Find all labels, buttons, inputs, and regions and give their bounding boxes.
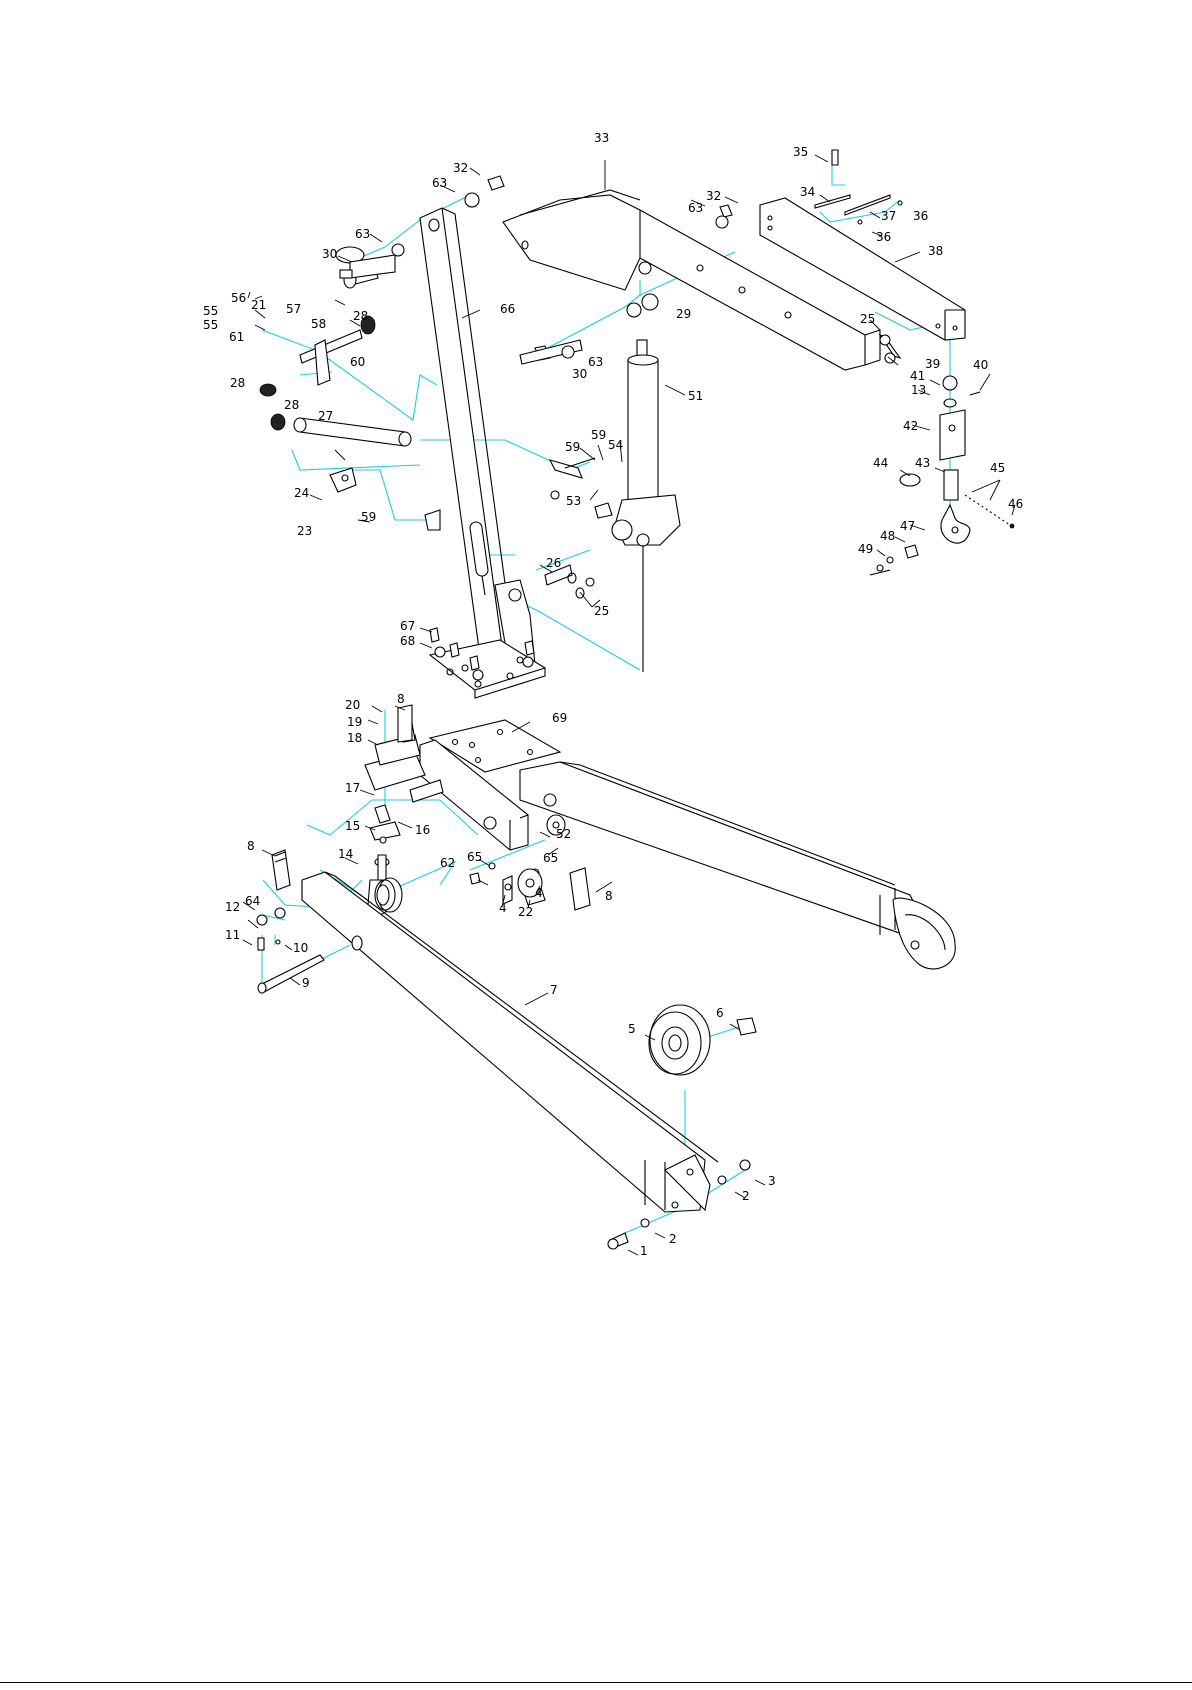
callout-label: 14 [338,847,353,861]
callout-label: 55 [203,304,218,318]
callout-label: 32 [453,161,468,175]
upright-mast [420,208,545,698]
callout-label: 9 [302,976,310,990]
front-leg [257,872,756,1249]
callout-label: 54 [608,438,623,452]
callout-label: 51 [688,389,703,403]
callout-label: 8 [397,692,405,706]
callout-label: 28 [230,376,245,390]
callout-label: 67 [400,619,415,633]
callout-label: 56 [231,291,246,305]
callout-label: 4 [535,886,543,900]
callout-label: 22 [518,905,533,919]
callout-label: 17 [345,781,360,795]
callout-label: 63 [432,176,447,190]
callout-label: 63 [688,201,703,215]
callout-label: 66 [500,302,515,316]
callout-label: 26 [546,556,561,570]
callout-label: 59 [565,440,580,454]
callout-label: 58 [311,317,326,331]
callout-label: 42 [903,419,918,433]
callout-label: 7 [550,983,558,997]
callout-label: 61 [229,330,244,344]
callout-label: 2 [742,1189,750,1203]
page-bottom-rule [0,1682,1192,1683]
callout-label: 39 [925,357,940,371]
callout-label: 20 [345,698,360,712]
callout-label: 49 [858,542,873,556]
callout-label: 69 [552,711,567,725]
callout-label: 35 [793,145,808,159]
callout-label: 33 [594,131,609,145]
callout-label: 44 [873,456,888,470]
callout-label: 32 [706,189,721,203]
callout-label: 57 [286,302,301,316]
callout-label: 23 [297,524,312,538]
callout-label: 64 [245,894,260,908]
callout-label: 29 [676,307,691,321]
callout-label: 28 [353,309,368,323]
boom-arm [503,190,880,370]
callout-label: 30 [322,247,337,261]
callout-label: 55 [203,318,218,332]
callout-label: 45 [990,461,1005,475]
callout-label: 25 [594,604,609,618]
callout-label: 1 [640,1244,648,1258]
callout-label: 2 [669,1232,677,1246]
callout-label: 43 [915,456,930,470]
callout-label: 30 [572,367,587,381]
callout-label: 47 [900,519,915,533]
callout-label: 8 [605,889,613,903]
callout-label: 12 [225,900,240,914]
callout-label: 8 [247,839,255,853]
callout-label: 10 [293,941,308,955]
callout-label: 19 [347,715,362,729]
callout-label: 15 [345,819,360,833]
callout-label: 48 [880,529,895,543]
callout-label: 62 [440,856,455,870]
callout-label: 41 [910,369,925,383]
callout-label: 36 [913,209,928,223]
callout-label: 24 [294,486,309,500]
callout-label: 68 [400,634,415,648]
callout-label: 65 [467,850,482,864]
callout-label: 37 [881,209,896,223]
callout-label: 3 [768,1174,776,1188]
callout-label: 21 [251,298,266,312]
callout-label: 63 [588,355,603,369]
callout-label: 36 [876,230,891,244]
callout-label: 46 [1008,497,1023,511]
callout-label: 4 [499,901,507,915]
callout-label: 18 [347,731,362,745]
callout-label: 16 [415,823,430,837]
callout-label: 65 [543,851,558,865]
callout-label: 25 [860,312,875,326]
callout-label: 38 [928,244,943,258]
callout-label: 5 [628,1022,636,1036]
callout-label: 40 [973,358,988,372]
callout-label: 11 [225,928,240,942]
callout-label: 53 [566,494,581,508]
callout-label: 13 [911,383,926,397]
callout-label: 28 [284,398,299,412]
callout-label: 59 [361,510,376,524]
callout-label: 60 [350,355,365,369]
callout-label: 59 [591,428,606,442]
hydraulic-ram [595,340,680,672]
callout-label: 52 [556,827,571,841]
callout-label: 27 [318,409,333,423]
callout-label: 34 [800,185,815,199]
callout-label: 6 [716,1006,724,1020]
callout-label: 63 [355,227,370,241]
